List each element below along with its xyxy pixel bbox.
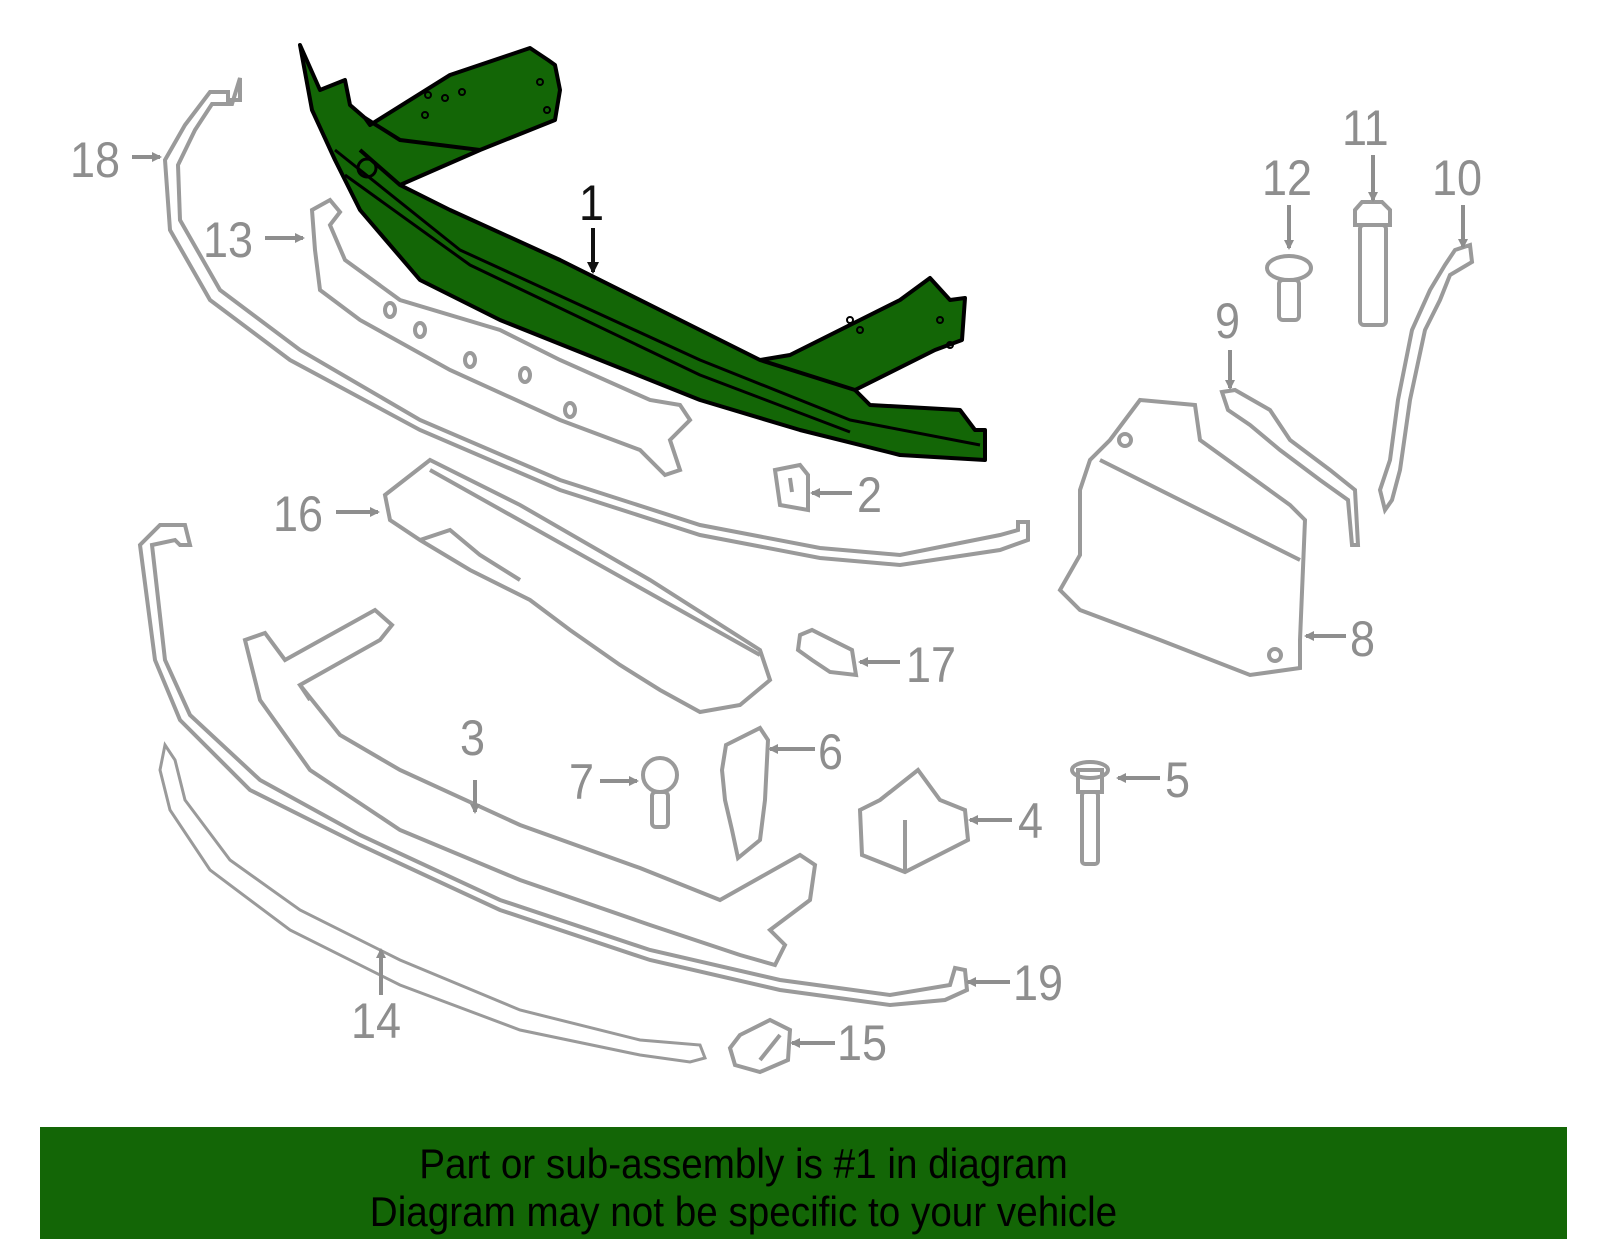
part-15-cap <box>727 1017 793 1075</box>
callout-18[interactable]: 18 <box>70 132 121 188</box>
callout-11[interactable]: 11 <box>1342 100 1389 156</box>
part-8-support <box>1057 397 1308 678</box>
part-2-clip <box>772 462 810 513</box>
callout-2[interactable]: 2 <box>857 467 883 523</box>
callout-4[interactable]: 4 <box>1018 793 1044 849</box>
banner-line-part-number: Part or sub-assembly is #1 in diagram <box>419 1140 1068 1187</box>
part-6-bracket <box>719 725 771 862</box>
part-4-bracket <box>857 767 971 875</box>
callout-6[interactable]: 6 <box>818 724 844 780</box>
callout-12[interactable]: 12 <box>1262 150 1313 206</box>
callout-arrows <box>132 152 1468 1048</box>
callout-9[interactable]: 9 <box>1215 293 1241 349</box>
callout-3[interactable]: 3 <box>460 710 486 766</box>
callout-1[interactable]: 1 <box>579 175 605 231</box>
callout-8[interactable]: 8 <box>1350 611 1376 667</box>
part-13-absorber <box>309 197 693 478</box>
callout-13[interactable]: 13 <box>203 212 254 268</box>
callout-19[interactable]: 19 <box>1013 955 1064 1011</box>
callout-14[interactable]: 14 <box>351 993 402 1049</box>
part-12-screw <box>1265 254 1313 322</box>
part-14-trim <box>158 741 707 1064</box>
callout-17[interactable]: 17 <box>906 637 957 693</box>
part-10-strap <box>1377 242 1475 515</box>
part-3-lower-reinforcement <box>242 607 818 968</box>
part-9-strip <box>1219 387 1361 547</box>
callout-16[interactable]: 16 <box>273 486 324 542</box>
part-5-bolt <box>1070 760 1110 866</box>
callout-10[interactable]: 10 <box>1432 150 1483 206</box>
diagram-drawing <box>132 43 1475 1075</box>
part-17-bracket <box>795 627 859 678</box>
part-7-screw <box>641 756 679 829</box>
callout-7[interactable]: 7 <box>569 754 595 810</box>
callout-5[interactable]: 5 <box>1165 752 1191 808</box>
part-1-reinforcement-bar <box>298 43 987 462</box>
callout-15[interactable]: 15 <box>837 1015 888 1071</box>
part-11-bolt <box>1353 200 1392 327</box>
part-18-strip <box>162 77 1030 568</box>
part-16-deflector <box>382 457 773 715</box>
disclaimer-banner: Part or sub-assembly is #1 in diagram Di… <box>40 1127 1567 1239</box>
parts-diagram: 1 2 3 4 5 6 7 8 9 10 11 12 13 14 15 16 1… <box>70 43 1483 1075</box>
part-19-strip <box>137 523 970 1008</box>
banner-line-disclaimer: Diagram may not be specific to your vehi… <box>369 1188 1118 1235</box>
